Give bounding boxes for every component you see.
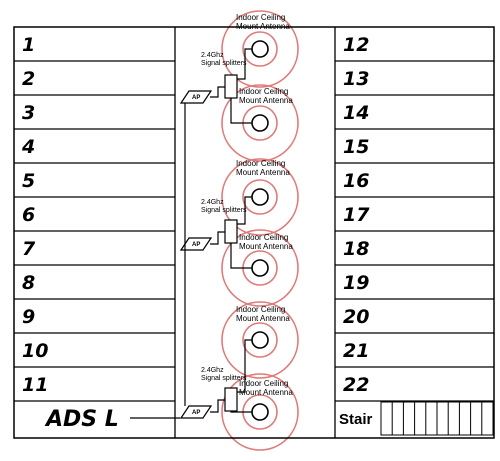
antenna-label: Mount Antenna xyxy=(239,96,293,105)
antenna-icon xyxy=(251,259,269,277)
coverage-ring-middle xyxy=(242,179,278,215)
room-number: 17 xyxy=(343,204,370,226)
adsl: ADS L xyxy=(44,407,180,432)
coverage-ring-outer xyxy=(221,373,299,451)
antenna-label: Mount Antenna xyxy=(236,314,290,323)
room-number: 20 xyxy=(343,306,369,328)
room-number: 7 xyxy=(22,238,36,260)
splitter-icon xyxy=(224,387,238,412)
room-number: 9 xyxy=(22,306,35,328)
splitter-label: 2.4Ghz xyxy=(201,52,224,59)
access-point-icon xyxy=(179,237,213,251)
antenna-icon xyxy=(251,40,269,58)
antenna-label: Indoor Ceiling xyxy=(239,233,288,242)
coverage-ring-middle xyxy=(242,31,278,67)
coverage-ring-outer xyxy=(221,158,299,236)
room-number: 8 xyxy=(22,272,35,294)
room-number: 16 xyxy=(343,170,369,192)
room-number: 18 xyxy=(343,238,369,260)
antenna-cable xyxy=(230,243,252,269)
antenna-cable xyxy=(237,196,252,225)
antenna-label: Mount Antenna xyxy=(239,388,293,397)
antenna-icon xyxy=(251,188,269,206)
ap-link xyxy=(210,399,225,413)
antenna-label: Indoor Ceiling xyxy=(239,87,288,96)
room-number: 6 xyxy=(22,204,35,226)
antenna-cable xyxy=(230,411,252,413)
room-number: 12 xyxy=(343,34,369,56)
antenna-label: Indoor Ceiling xyxy=(236,305,285,314)
ap-label: AP xyxy=(192,242,200,248)
stair-steps xyxy=(380,401,494,436)
antenna-cable xyxy=(237,339,252,393)
antenna-icon xyxy=(251,114,269,132)
coverage-ring-outer xyxy=(221,10,299,88)
antenna-label: Indoor Ceiling xyxy=(236,159,285,168)
coverage-ring-outer xyxy=(221,229,299,307)
room-number: 10 xyxy=(22,340,48,362)
antenna-label: Mount Antenna xyxy=(236,168,290,177)
coverage-ring-outer xyxy=(221,84,299,162)
room-number: 2 xyxy=(22,68,35,90)
antenna-cable xyxy=(237,48,252,80)
room-number: 15 xyxy=(343,136,369,158)
splitter-icon xyxy=(224,219,238,244)
splitter-label: 2.4Ghz xyxy=(201,367,224,374)
coverage-ring-middle xyxy=(242,322,278,358)
splitter-label: Signal splitters xyxy=(201,375,247,382)
ap-link xyxy=(210,231,225,245)
antenna-icon xyxy=(251,403,269,421)
access-point-icon xyxy=(179,90,213,104)
access-point-icon xyxy=(179,405,213,419)
splitter-icon xyxy=(224,74,238,99)
building-outline xyxy=(13,26,495,439)
ap-link xyxy=(210,86,225,98)
room-number: 21 xyxy=(343,340,369,362)
room-number: 19 xyxy=(343,272,369,294)
coverage-circles xyxy=(221,10,299,451)
splitter-label: Signal splitters xyxy=(201,60,247,67)
coverage-ring-outer xyxy=(221,301,299,379)
antenna-cable xyxy=(230,98,252,124)
ap-label: AP xyxy=(192,95,200,101)
antenna-label: Indoor Ceiling xyxy=(239,379,288,388)
stair: Stair xyxy=(339,401,494,436)
room-number: 22 xyxy=(343,374,369,396)
room-number: 13 xyxy=(343,68,369,90)
room-number: 4 xyxy=(21,136,35,158)
room-number: 14 xyxy=(343,102,369,124)
antenna-icon xyxy=(251,331,269,349)
stair-label: Stair xyxy=(339,411,373,428)
splitter-label: 2.4Ghz xyxy=(201,199,224,206)
room-number: 5 xyxy=(22,170,35,192)
antenna-label: Indoor Ceiling xyxy=(236,13,285,22)
room-number: 3 xyxy=(22,102,35,124)
ap-label: AP xyxy=(192,410,200,416)
room-number: 1 xyxy=(22,34,35,56)
antenna-label: Mount Antenna xyxy=(239,242,293,251)
adsl-label: ADS L xyxy=(44,407,119,432)
room-number: 11 xyxy=(22,374,48,396)
antenna-label: Mount Antenna xyxy=(236,22,290,31)
splitter-label: Signal splitters xyxy=(201,207,247,214)
